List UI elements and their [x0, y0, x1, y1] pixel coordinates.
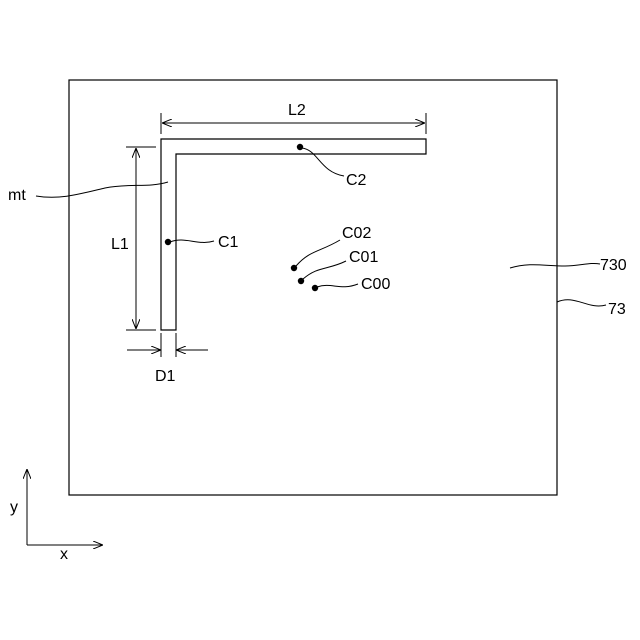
- c00-label: C00: [361, 276, 390, 293]
- ref-730-leader: [510, 263, 600, 268]
- c01-leader: [303, 261, 346, 279]
- c02-label: C02: [342, 225, 371, 242]
- l2-label: L2: [288, 102, 306, 119]
- ref-73-leader: [557, 300, 606, 306]
- mt-label: mt: [8, 187, 26, 204]
- c02-leader: [296, 240, 340, 266]
- ref-73-label: 73: [608, 301, 626, 318]
- c00-leader: [317, 284, 358, 287]
- mt-leader: [36, 182, 168, 197]
- point-c2: [297, 144, 303, 150]
- c01-label: C01: [349, 249, 378, 266]
- c1-label: C1: [218, 234, 239, 251]
- c2-label: C2: [346, 172, 367, 189]
- x-axis-label: x: [60, 546, 68, 563]
- l-shaped-pattern: [161, 139, 426, 330]
- l1-label: L1: [111, 236, 129, 253]
- point-c00: [312, 285, 318, 291]
- c2-leader: [302, 148, 344, 176]
- y-axis-label: y: [10, 499, 18, 516]
- d1-label: D1: [155, 368, 176, 385]
- ref-730-label: 730: [600, 257, 627, 274]
